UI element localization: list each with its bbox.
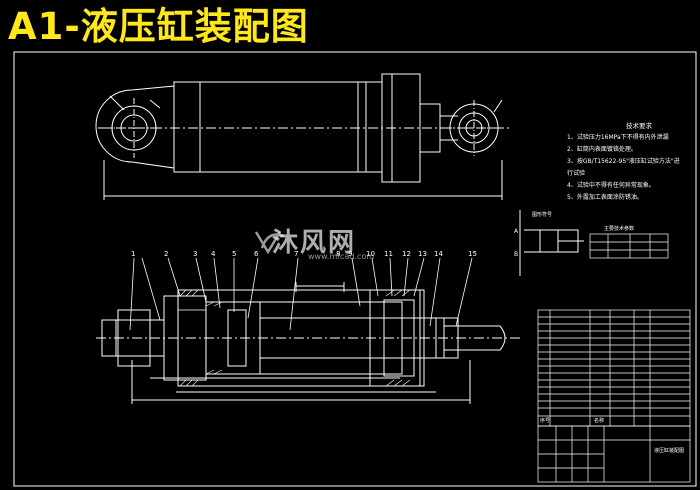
part-number-10: 10 (366, 250, 375, 258)
part-number-11: 11 (384, 250, 393, 258)
watermark-text: 沐风网 (272, 228, 357, 258)
tech-note-item: 5、外露加工表面涂防锈油。 (567, 194, 643, 201)
part-number-1: 1 (131, 250, 135, 258)
part-number-7: 7 (294, 250, 298, 258)
technical-requirements: 技术要求 1、试验压力16MPa下不得有内外泄漏 2、缸筒内表面镀铬处理。 3、… (567, 120, 697, 204)
exterior-view (95, 73, 512, 200)
section-hatching (179, 289, 411, 387)
seq-column-header: 序号 (540, 417, 550, 424)
part-number-labels: 1 2 3 4 5 6 7 8 9 10 11 12 13 14 15 A B … (131, 211, 684, 454)
part-number-15: 15 (468, 250, 477, 258)
part-number-9: 9 (348, 250, 352, 258)
port-a-label: A (514, 228, 519, 235)
spec-table (589, 233, 669, 259)
part-number-3: 3 (193, 250, 197, 258)
part-number-2: 2 (164, 250, 168, 258)
port-b-label: B (514, 251, 518, 258)
part-number-14: 14 (434, 250, 443, 258)
title-block-drawing-name: 液压缸装配图 (654, 447, 684, 454)
symbol-heading: 图形符号 (532, 211, 552, 218)
tech-note-item: 4、试验中不得有任何异常现象。 (567, 182, 655, 189)
spec-table-title: 主要技术参数 (604, 225, 634, 232)
part-number-5: 5 (232, 250, 236, 258)
section-view (96, 282, 520, 404)
watermark-url: www.mfcad.com (308, 252, 375, 261)
part-number-13: 13 (418, 250, 427, 258)
name-column-header: 名称 (594, 417, 604, 424)
hydraulic-symbol (519, 210, 584, 276)
tech-note-item: 行试验 (567, 170, 586, 177)
drawing-title: A1-液压缸装配图 (8, 5, 309, 48)
part-number-6: 6 (254, 250, 259, 258)
tech-notes-heading: 技术要求 (626, 122, 652, 130)
drawing-border (13, 51, 697, 487)
tech-note-item: 1、试验压力16MPa下不得有内外泄漏 (567, 134, 669, 141)
part-number-8: 8 (336, 250, 340, 258)
part-number-12: 12 (402, 250, 411, 258)
tech-note-item: 2、缸筒内表面镀铬处理。 (567, 146, 637, 153)
leader-lines (129, 257, 473, 331)
part-number-4: 4 (211, 250, 216, 258)
parts-list (537, 309, 691, 483)
tech-note-item: 3、按GB/T15622-95"液压缸试验方法"进 (567, 158, 680, 165)
watermark-logo-icon (254, 231, 285, 255)
